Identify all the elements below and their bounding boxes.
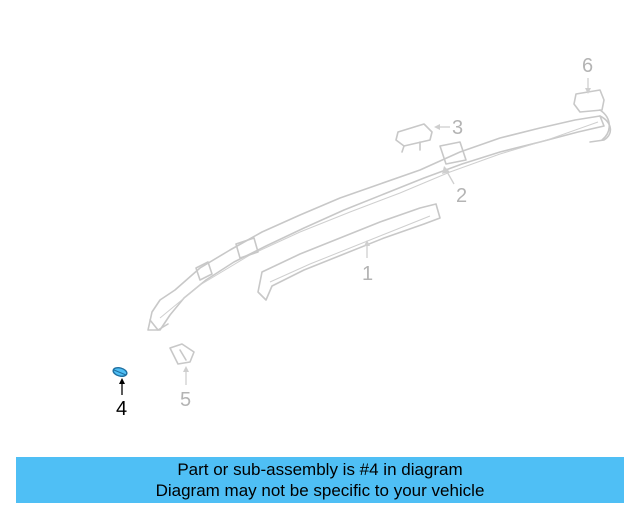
part-2-curtain-airbag[interactable] bbox=[147, 115, 612, 331]
banner-line-1: Part or sub-assembly is #4 in diagram bbox=[177, 460, 463, 479]
callout-4[interactable]: 4 bbox=[116, 398, 127, 420]
part-1-bracket[interactable] bbox=[257, 203, 441, 301]
callout-3[interactable]: 3 bbox=[452, 117, 463, 139]
banner-line-2: Diagram may not be specific to your vehi… bbox=[155, 481, 485, 500]
part-6-connector[interactable] bbox=[573, 89, 611, 141]
callout-leaders bbox=[119, 78, 591, 395]
callout-1[interactable]: 1 bbox=[362, 263, 373, 285]
part-3-clip[interactable] bbox=[395, 123, 433, 153]
callout-2[interactable]: 2 bbox=[456, 185, 467, 207]
info-banner: Part or sub-assembly is #4 in diagram Di… bbox=[16, 457, 624, 503]
callout-6[interactable]: 6 bbox=[582, 55, 593, 77]
callout-5[interactable]: 5 bbox=[180, 389, 191, 411]
part-5-bolt[interactable] bbox=[169, 343, 195, 365]
part-4-clip[interactable] bbox=[112, 366, 128, 377]
